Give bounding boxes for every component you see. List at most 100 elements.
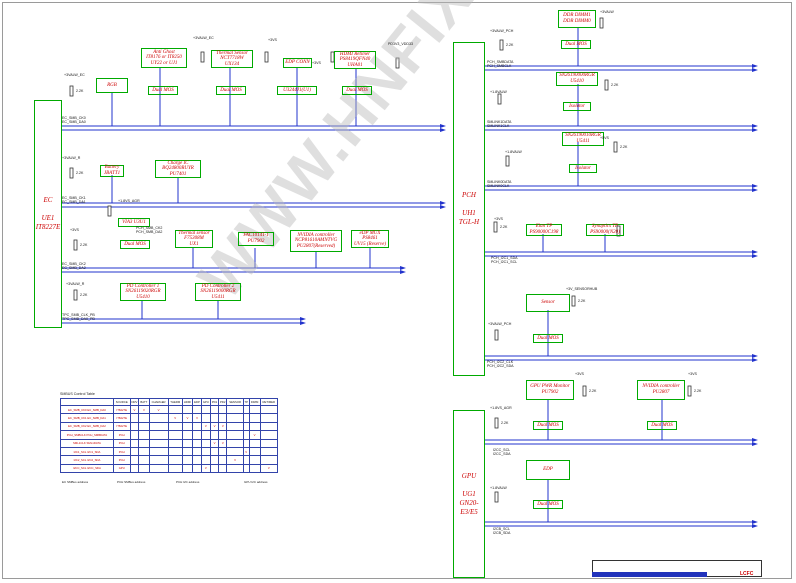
table-cell bbox=[129, 438, 140, 448]
table-cell: V bbox=[209, 438, 220, 448]
table-cell bbox=[259, 413, 279, 423]
resistor-value: 2.2K bbox=[501, 421, 509, 425]
table-cell: V bbox=[209, 421, 220, 432]
table-cell bbox=[200, 430, 211, 440]
isolator-device: Isolator bbox=[563, 102, 591, 111]
table-cell: IT8227E bbox=[112, 413, 131, 423]
table-cell bbox=[218, 413, 228, 423]
table-cell bbox=[200, 413, 211, 423]
edp-device: EDP bbox=[526, 460, 570, 480]
table-cell bbox=[248, 446, 261, 457]
signal-label: EC_SMB_DA0 bbox=[62, 120, 86, 124]
gpu-pwr-monitor-device: GPU PWR Monitor PU7902 bbox=[526, 380, 574, 400]
signal-label: TPC_SMB_CLK_PB bbox=[62, 313, 95, 317]
power-rail-label: +3V_SENSORHUB bbox=[566, 287, 598, 291]
table-cell: EC_SMB_CK2 EC_SMB_DA2 bbox=[60, 421, 114, 432]
table-cell: I2CC_SCL I2CC_SDA bbox=[60, 463, 114, 474]
dual-mos-device: Dual MOS bbox=[216, 86, 246, 95]
resistor-value: 2.2K bbox=[589, 389, 597, 393]
table-cell bbox=[200, 446, 211, 457]
table-cell bbox=[129, 421, 140, 432]
rgb-device: RGB bbox=[96, 78, 128, 93]
table-header-cell: THERM bbox=[167, 398, 183, 406]
pch-chip-label: PCH UH1 TGL-H bbox=[458, 191, 480, 226]
signal-label: PCH_I2C1_SCL bbox=[491, 260, 518, 264]
table-cell: V bbox=[200, 421, 211, 432]
table-cell bbox=[248, 413, 261, 423]
signal-label: I2CB_SCL bbox=[493, 527, 510, 531]
table-cell bbox=[167, 446, 183, 457]
signal-label: EC_SMB_DA1 bbox=[62, 200, 86, 204]
table-cell bbox=[138, 446, 150, 457]
resistor-value: 2.2K bbox=[611, 83, 619, 87]
table-cell bbox=[148, 455, 169, 465]
table-cell bbox=[209, 446, 220, 457]
table-cell bbox=[129, 455, 140, 465]
power-rail-label: +3VALW_EC bbox=[64, 73, 85, 77]
table-cell: PCH bbox=[112, 438, 131, 448]
table-cell bbox=[218, 404, 228, 415]
resistor-value: 2.2K bbox=[80, 293, 88, 297]
signal-label: SMLINK1DATA bbox=[487, 120, 512, 124]
table-cell bbox=[218, 430, 228, 440]
ddr-dimm-device: DDR DIMM1 DDR DIMM0 bbox=[558, 10, 596, 28]
signal-label: EC_SMB_CK1 bbox=[62, 196, 86, 200]
dual-mos-device: Dual MOS bbox=[533, 500, 563, 509]
table-header-cell: HDMI bbox=[181, 398, 194, 406]
power-rail-label: +3VS bbox=[268, 38, 277, 42]
table-cell bbox=[259, 404, 279, 415]
table-header-cell: CHARGER bbox=[148, 398, 169, 406]
table-cell bbox=[148, 463, 169, 474]
dual-mos-device: Dual MOS bbox=[561, 40, 591, 49]
dual-mos-device: Dual MOS bbox=[533, 334, 563, 343]
table-header-cell bbox=[60, 398, 114, 406]
table-cell: I2C1_SCL I2C1_SDA bbox=[60, 446, 114, 457]
power-rail-label: +1.8VALW bbox=[505, 150, 522, 154]
ec-chip: EC UE1 IT8227E bbox=[34, 100, 62, 328]
resistor-value: 2.2K bbox=[620, 145, 628, 149]
table-header-cell: RETIMER bbox=[259, 398, 279, 406]
signal-label: PCH_SMB_CK2 bbox=[136, 226, 163, 230]
table-cell bbox=[200, 404, 211, 415]
table-cell: SML1CLK SML1DATA bbox=[60, 438, 114, 448]
table-cell bbox=[259, 430, 279, 440]
table-cell: V bbox=[218, 421, 228, 432]
table-cell: V bbox=[181, 413, 194, 423]
pch-chip: PCH UH1 TGL-H bbox=[453, 42, 485, 376]
power-rail-label: +3VS bbox=[575, 372, 584, 376]
table-cell bbox=[167, 404, 183, 415]
table-cell bbox=[218, 446, 228, 457]
power-rail-label: +3VALW_PCH bbox=[488, 322, 512, 326]
power-rail-label: +3VALW_R bbox=[62, 156, 81, 160]
dual-mos-device: Dual MOS bbox=[342, 86, 372, 95]
power-rail-label: PD3V3_VDD33 bbox=[388, 42, 413, 46]
table-cell bbox=[138, 463, 150, 474]
table-header-cell: SOURCE bbox=[112, 398, 131, 406]
signal-label: I2CB_SDA bbox=[493, 531, 511, 535]
table-cell bbox=[259, 421, 279, 432]
table-cell bbox=[148, 413, 169, 423]
table-header-cell: BATT bbox=[138, 398, 150, 406]
table-cell bbox=[129, 463, 140, 474]
battery-device: Battery JBATT1 bbox=[100, 165, 124, 177]
table-header-cell: SENSOR bbox=[226, 398, 244, 406]
table-cell bbox=[226, 430, 244, 440]
table-cell bbox=[181, 421, 194, 432]
table-cell: V bbox=[200, 463, 211, 474]
power-rail-label: +1.8VALW bbox=[490, 486, 507, 490]
power-rail-label: +3VALW_PCH bbox=[490, 29, 514, 33]
gpu-chip-label: GPU UG1 GN20-E3/E5 bbox=[459, 471, 479, 516]
table-cell: V bbox=[192, 413, 202, 423]
table-cell bbox=[218, 455, 228, 465]
signal-label: PCH_SMBDATA bbox=[487, 60, 514, 64]
table-cell: V bbox=[226, 455, 244, 465]
table-cell: IT8227E bbox=[112, 421, 131, 432]
signal-label: SMLINK0DATA bbox=[487, 180, 512, 184]
table-cell: EC_SMB_CK0 EC_SMB_DA0 bbox=[60, 404, 114, 415]
table-cell bbox=[259, 455, 279, 465]
